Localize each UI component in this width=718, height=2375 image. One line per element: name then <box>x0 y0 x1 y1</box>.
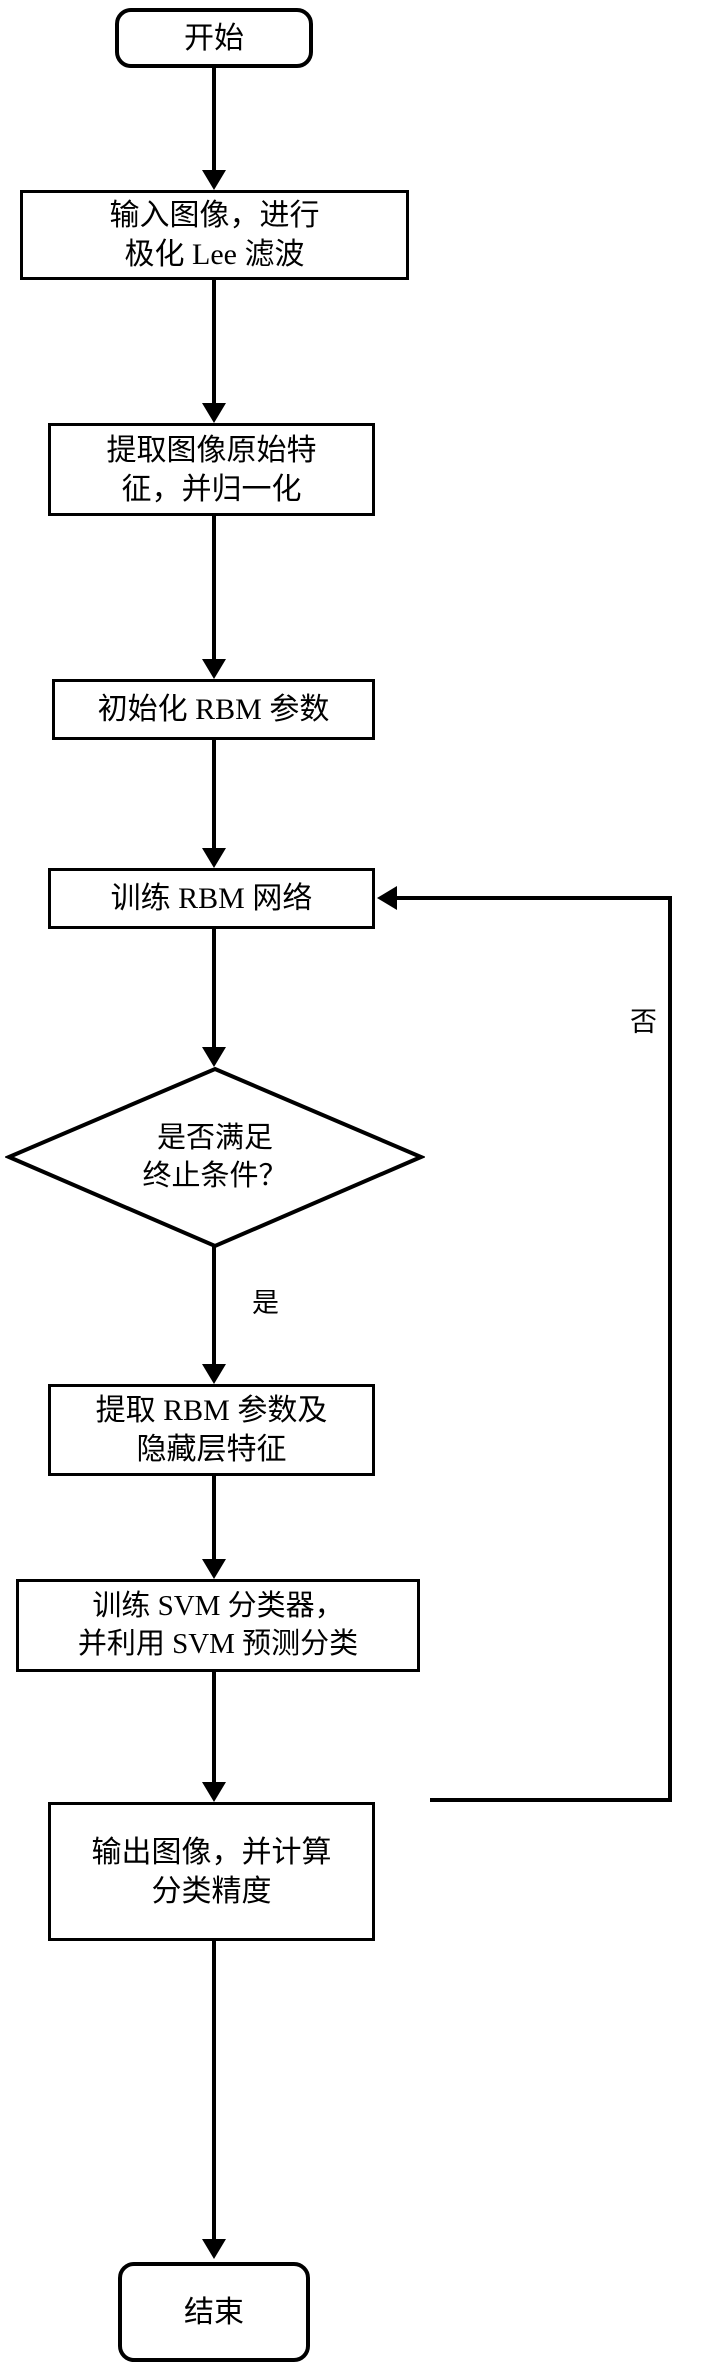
node-decision-label: 是否满足 终止条件？ <box>5 1065 425 1250</box>
node-preprocess-line-1: 输入图像，进行 <box>109 199 320 232</box>
node-feature-extract[interactable]: 提取图像原始特 征，并归一化 <box>48 423 375 516</box>
node-feature-extract-line-2: 征，并归一化 <box>121 472 302 506</box>
node-decision[interactable]: 是否满足 终止条件？ <box>5 1065 425 1250</box>
node-train-svm[interactable]: 训练 SVM 分类器， 并利用 SVM 预测分类 <box>16 1579 420 1672</box>
edge-feedback-horizontal-top <box>397 896 672 900</box>
node-train-rbm[interactable]: 训练 RBM 网络 <box>48 868 375 929</box>
arrowhead-svm-to-output <box>202 1782 226 1802</box>
arrowhead-init-to-train-rbm <box>202 848 226 868</box>
node-start-line-1: 开始 <box>184 21 244 55</box>
node-output-line-2: 分类精度 <box>151 1874 272 1908</box>
node-train-svm-line-2: 并利用 SVM 预测分类 <box>77 1627 359 1660</box>
edge-train-rbm-to-decision <box>212 929 216 1049</box>
arrowhead-preprocess-to-feature <box>202 403 226 423</box>
edge-feature-to-init <box>212 516 216 661</box>
node-decision-line-2: 终止条件？ <box>142 1159 288 1192</box>
node-init-rbm-line-1: 初始化 RBM 参数 <box>97 693 330 726</box>
edge-output-to-end <box>212 1941 216 2241</box>
arrowhead-start-to-preprocess <box>202 170 226 190</box>
node-train-svm-line-1: 训练 SVM 分类器， <box>92 1589 344 1622</box>
node-output-line-1: 输出图像，并计算 <box>91 1835 332 1869</box>
node-feature-extract-line-1: 提取图像原始特 <box>106 433 317 467</box>
node-start[interactable]: 开始 <box>115 8 313 68</box>
edge-start-to-preprocess <box>212 68 216 172</box>
node-preprocess-line-2: 极化 Lee 滤波 <box>124 238 305 271</box>
edge-decision-to-extract <box>212 1246 216 1366</box>
node-decision-line-1: 是否满足 <box>156 1121 273 1154</box>
edge-feedback-vertical <box>668 896 672 1802</box>
node-extract-rbm-line-1: 提取 RBM 参数及 <box>95 1394 328 1427</box>
edge-init-to-train-rbm <box>212 740 216 850</box>
edge-svm-to-output <box>212 1672 216 1784</box>
arrowhead-output-to-end <box>202 2239 226 2259</box>
node-extract-rbm[interactable]: 提取 RBM 参数及 隐藏层特征 <box>48 1384 375 1476</box>
node-end[interactable]: 结束 <box>118 2262 310 2362</box>
arrowhead-extract-to-svm <box>202 1559 226 1579</box>
node-end-line-1: 结束 <box>184 2295 244 2329</box>
node-output[interactable]: 输出图像，并计算 分类精度 <box>48 1802 375 1941</box>
node-preprocess[interactable]: 输入图像，进行 极化 Lee 滤波 <box>20 190 409 280</box>
node-init-rbm[interactable]: 初始化 RBM 参数 <box>52 679 375 740</box>
node-train-rbm-line-1: 训练 RBM 网络 <box>110 882 313 915</box>
arrowhead-feature-to-init <box>202 659 226 679</box>
arrowhead-feedback-into-train-rbm <box>377 886 397 910</box>
edge-preprocess-to-feature <box>212 280 216 405</box>
edge-label-yes: 是 <box>252 1288 279 1318</box>
arrowhead-train-rbm-to-decision <box>202 1047 226 1067</box>
edge-extract-to-svm <box>212 1476 216 1561</box>
arrowhead-decision-to-extract <box>202 1364 226 1384</box>
edge-label-no: 否 <box>630 1007 657 1037</box>
node-extract-rbm-line-2: 隐藏层特征 <box>136 1433 287 1466</box>
edge-feedback-horizontal-bottom <box>430 1798 672 1802</box>
